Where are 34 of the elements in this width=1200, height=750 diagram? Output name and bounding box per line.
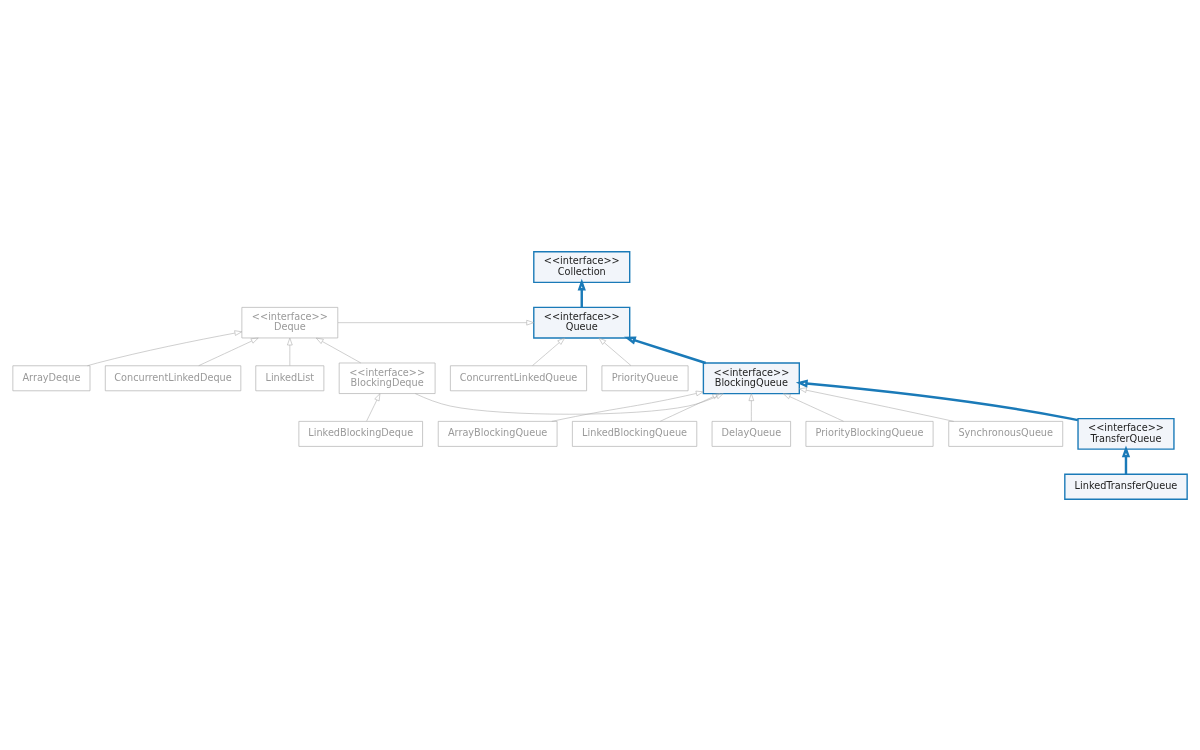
node-box: PriorityQueue bbox=[601, 364, 689, 391]
node-box: <<interface>> BlockingQueue bbox=[702, 361, 800, 394]
node-box: <<interface>> Queue bbox=[533, 306, 631, 339]
arrow bbox=[799, 387, 954, 422]
node-box: <<interface>> TransferQueue bbox=[1077, 417, 1175, 450]
arrow bbox=[659, 392, 720, 422]
node-box: LinkedTransferQueue bbox=[1064, 473, 1188, 500]
node-box: PriorityBlockingQueue bbox=[805, 420, 934, 447]
node-box: ConcurrentLinkedDeque bbox=[104, 364, 242, 391]
arrow bbox=[287, 337, 293, 366]
arrow bbox=[415, 392, 724, 414]
node-box: ConcurrentLinkedQueue bbox=[450, 364, 587, 391]
node-box: ArrayDeque bbox=[12, 364, 91, 391]
arrow bbox=[337, 319, 534, 325]
node-box: ArrayBlockingQueue bbox=[437, 420, 558, 447]
node-box: LinkedBlockingQueue bbox=[572, 420, 698, 447]
arrow bbox=[315, 337, 362, 363]
node-box: SynchronousQueue bbox=[948, 420, 1064, 447]
arrow bbox=[551, 390, 704, 422]
arrow bbox=[532, 337, 565, 366]
node-box: LinkedBlockingDeque bbox=[298, 420, 423, 447]
arrow bbox=[87, 329, 243, 366]
arrow bbox=[366, 392, 381, 421]
arrow bbox=[198, 337, 259, 366]
arrow bbox=[624, 336, 707, 364]
node-box: <<interface>> Collection bbox=[533, 250, 631, 283]
arrow bbox=[598, 337, 632, 366]
arrow bbox=[783, 392, 844, 422]
node-box: DelayQueue bbox=[711, 420, 791, 447]
arrow bbox=[795, 379, 1079, 421]
node-box: <<interface>> BlockingDeque bbox=[338, 362, 436, 394]
node-box: <<interface>> Deque bbox=[241, 306, 339, 338]
arrow bbox=[748, 392, 755, 421]
node-box: LinkedList bbox=[255, 364, 325, 391]
